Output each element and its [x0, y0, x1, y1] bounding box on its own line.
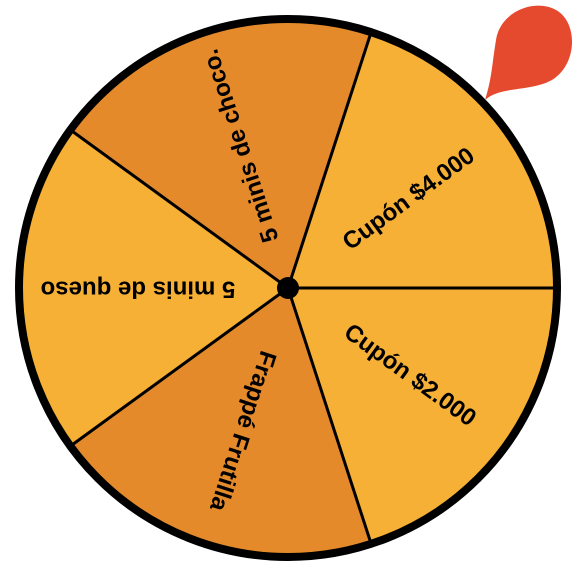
map-pin-pointer-icon [485, 5, 573, 101]
wheel-segment-5-minis-de-queso[interactable] [18, 129, 288, 447]
wheel-segment-cupon-4000[interactable] [288, 32, 557, 288]
wheel-rim [15, 15, 561, 561]
segment-dividers [69, 31, 557, 545]
segment-divider [69, 128, 289, 290]
wheel-segment-frappe-frutilla[interactable] [70, 288, 372, 557]
segment-divider [286, 31, 373, 289]
wheel-center-hub[interactable] [277, 277, 299, 299]
segment-label-5-minis-de-queso: 5 minis de queso [41, 276, 236, 303]
wheel-segment-5-minis-de-choco[interactable] [70, 19, 372, 289]
segment-divider [286, 287, 373, 545]
segment-divider [69, 286, 289, 448]
wheel-segment-cupon-2000[interactable] [288, 288, 557, 544]
